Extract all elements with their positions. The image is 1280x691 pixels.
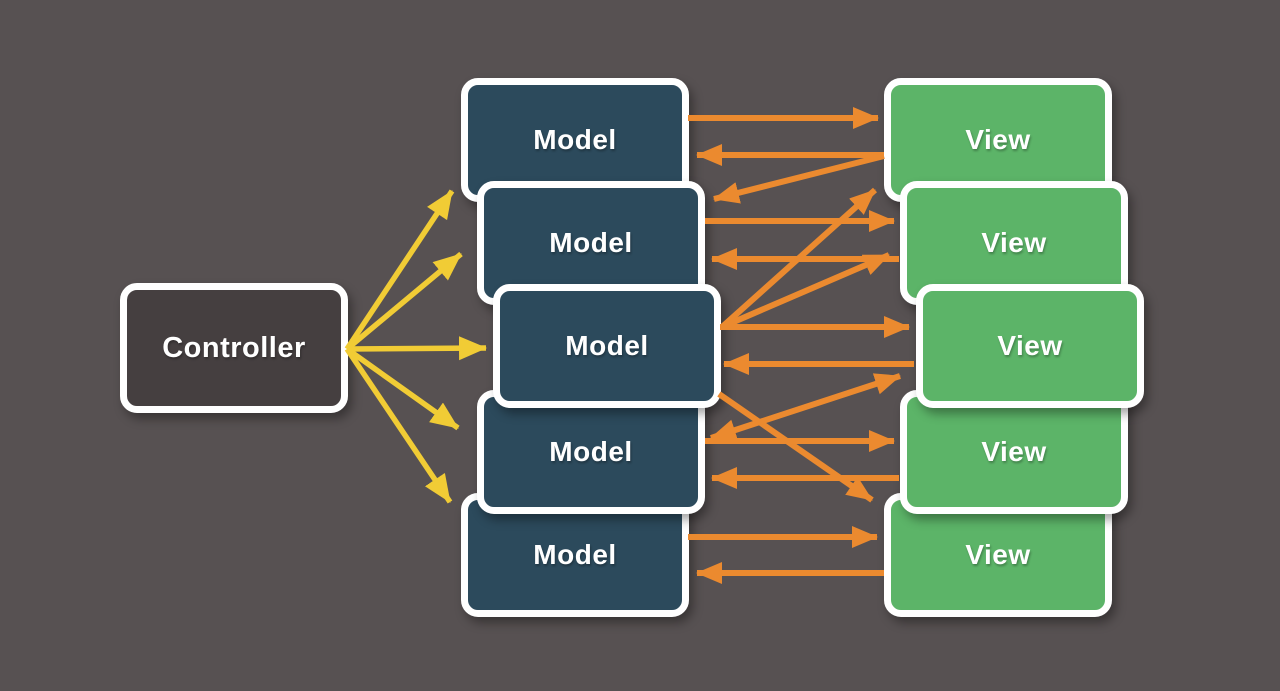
view-node-4: View (900, 390, 1128, 514)
view-node-3: View (916, 284, 1144, 408)
arrow-controller-to-model-2 (345, 251, 463, 352)
arrow-controller-to-model-3 (346, 336, 487, 361)
model-label: Model (549, 436, 633, 467)
arrow-model-4-view-3-two-way (710, 373, 901, 441)
view-label: View (981, 227, 1047, 258)
arrow-model-3-to-view-5 (717, 391, 874, 503)
view-label: View (965, 124, 1031, 155)
model-node-4: Model (477, 390, 705, 514)
controller-label: Controller (162, 331, 306, 364)
model-label: Model (565, 330, 649, 361)
arrow-controller-to-model-1 (344, 189, 455, 351)
arrow-model-3-to-view-1 (719, 187, 878, 330)
view-label: View (997, 330, 1063, 361)
view-label: View (965, 539, 1031, 570)
arrow-controller-to-model-5 (344, 347, 453, 504)
arrow-view-1-to-model-2 (713, 153, 885, 204)
model-label: Model (533, 124, 617, 155)
model-label: Model (549, 227, 633, 258)
model-node-3: Model (493, 284, 721, 408)
model-label: Model (533, 539, 617, 570)
arrow-controller-to-model-4 (345, 346, 460, 431)
view-label: View (981, 436, 1047, 467)
arrow-model-3-to-view-2 (720, 252, 891, 330)
controller-node: Controller (120, 283, 348, 413)
